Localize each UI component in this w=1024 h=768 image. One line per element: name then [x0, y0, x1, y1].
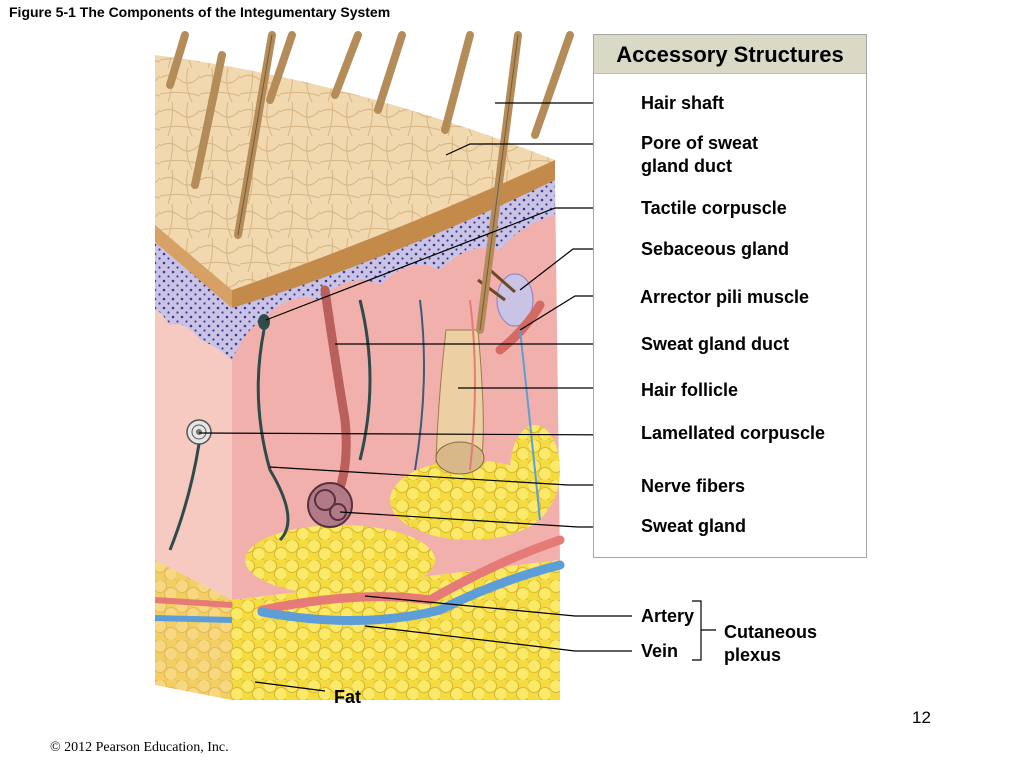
- label-fat: Fat: [334, 687, 361, 707]
- label-sebaceous-gland: Sebaceous gland: [641, 239, 790, 259]
- panel-heading: Accessory Structures: [594, 35, 866, 74]
- leader-fat: [254, 681, 326, 692]
- label-hair-shaft: Hair shaft: [641, 93, 725, 113]
- label-cutaneous-plexus: Cutaneous plexus: [724, 622, 818, 665]
- accessory-structures-panel: Accessory Structures: [593, 34, 867, 558]
- skin-block: [154, 31, 574, 700]
- page-number: 12: [912, 708, 931, 727]
- leader-artery: [364, 595, 632, 617]
- label-sweat-gland-duct: Sweat gland duct: [641, 334, 790, 354]
- label-sweat-gland: Sweat gland: [641, 516, 747, 536]
- leader-lamellated: [198, 432, 633, 436]
- label-vein: Vein: [641, 641, 679, 661]
- label-arrector-pili-muscle: Arrector pili muscle: [640, 287, 810, 307]
- plexus-bracket: [692, 600, 716, 661]
- label-pore-of-sweat-gland-duct: Pore of sweat gland duct: [641, 133, 759, 176]
- figure-title: Figure 5-1 The Components of the Integum…: [9, 4, 391, 20]
- leader-pore: [445, 143, 632, 156]
- label-nerve-fibers: Nerve fibers: [641, 476, 746, 496]
- copyright-notice: © 2012 Pearson Education, Inc.: [50, 740, 229, 755]
- leader-vein: [364, 625, 632, 652]
- label-lamellated-corpuscle: Lamellated corpuscle: [641, 423, 826, 443]
- label-tactile-corpuscle: Tactile corpuscle: [641, 198, 787, 218]
- label-artery: Artery: [641, 606, 695, 626]
- label-hair-follicle: Hair follicle: [641, 380, 739, 400]
